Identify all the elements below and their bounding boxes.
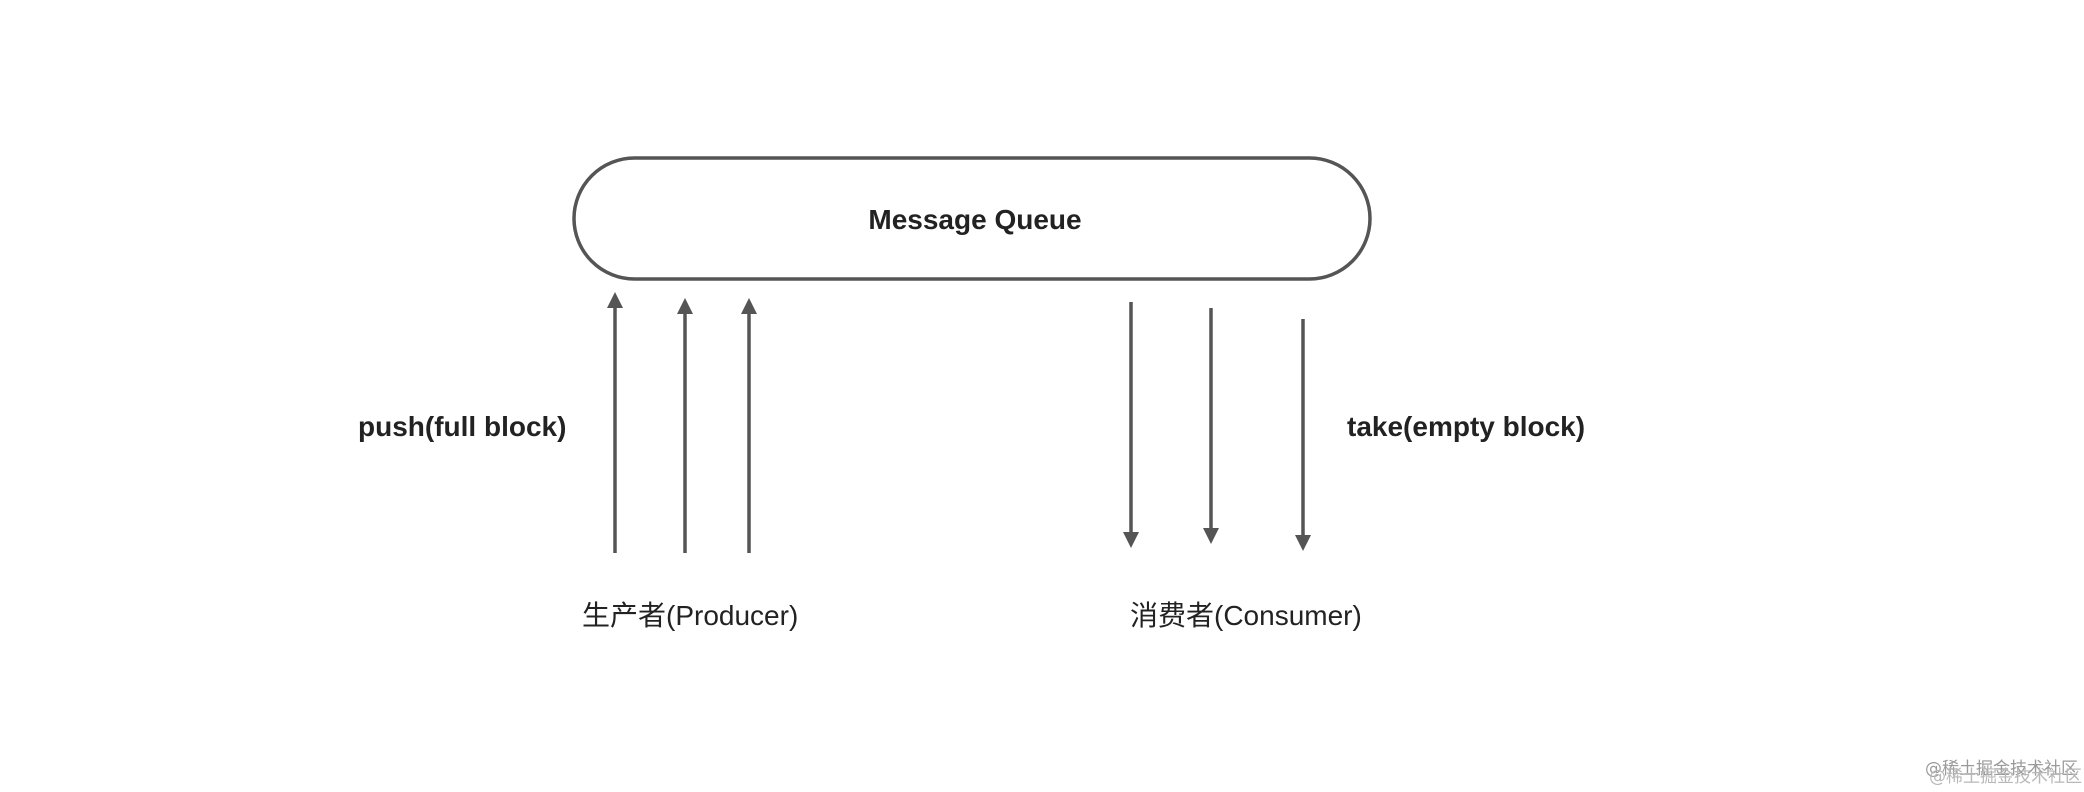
message-queue-node [572, 156, 1372, 281]
take-action-label: take(empty block) [1347, 411, 1585, 442]
push-arrowhead [677, 298, 693, 314]
push-arrowhead [741, 298, 757, 314]
producer-label: 生产者(Producer) [582, 600, 798, 631]
take-arrowhead [1295, 535, 1311, 551]
watermark-text: @稀土掘金技术社区 [1925, 759, 2078, 779]
watermark-text-shadow: @稀土掘金技术社区 [1929, 767, 2082, 787]
take-arrowhead [1123, 532, 1139, 548]
consumer-arrows [1123, 302, 1311, 551]
watermark: @稀土掘金技术社区 @稀土掘金技术社区 [1925, 759, 2082, 786]
producer-arrows [607, 292, 757, 553]
take-arrowhead [1203, 528, 1219, 544]
consumer-label: 消费者(Consumer) [1130, 600, 1362, 631]
push-arrowhead [607, 292, 623, 308]
message-queue-label: Message Queue [868, 204, 1081, 235]
push-action-label: push(full block) [358, 411, 566, 442]
